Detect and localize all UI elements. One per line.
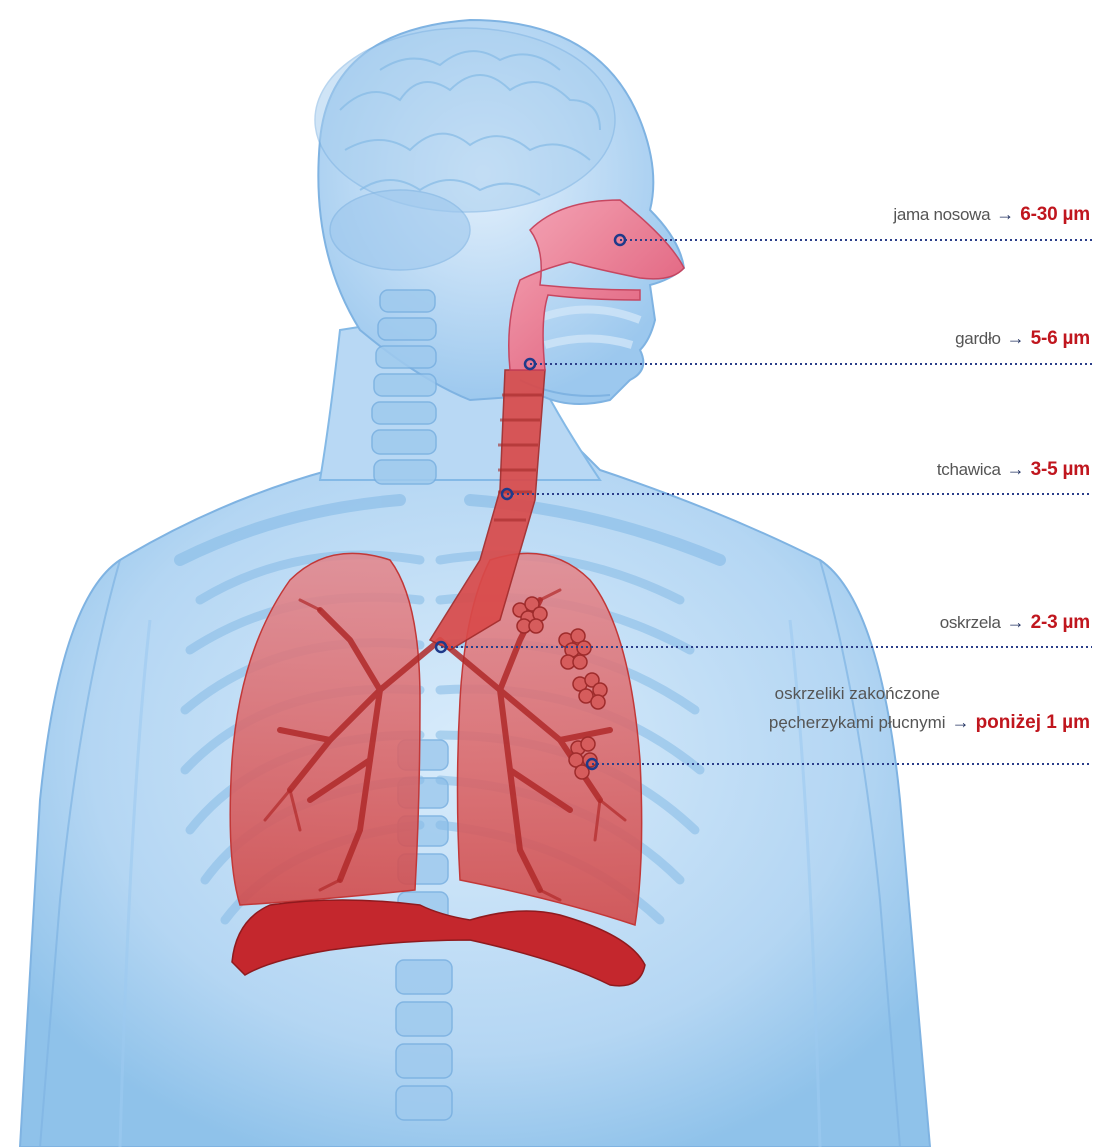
label-value: 3-5 µm bbox=[1031, 459, 1090, 480]
arrow-icon: → bbox=[952, 712, 970, 732]
label-name: tchawica bbox=[937, 460, 1001, 479]
arrow-icon: → bbox=[1007, 328, 1025, 348]
arrow-icon: → bbox=[1007, 459, 1025, 479]
label-name: oskrzela bbox=[940, 613, 1001, 632]
label-value: 2-3 µm bbox=[1031, 612, 1090, 633]
label-alveoli: oskrzeliki zakończone pęcherzykami płucn… bbox=[769, 680, 1090, 737]
label-value: poniżej 1 µm bbox=[976, 712, 1090, 733]
arrow-icon: → bbox=[996, 204, 1014, 224]
label-value: 5-6 µm bbox=[1031, 328, 1090, 349]
label-name: gardło bbox=[955, 329, 1000, 348]
label-alveoli-line2: pęcherzykami płucnymi bbox=[769, 713, 946, 732]
label-name: jama nosowa bbox=[893, 205, 990, 224]
label-value: 6-30 µm bbox=[1020, 204, 1090, 225]
label-trachea: tchawica → 3-5 µm bbox=[937, 457, 1090, 482]
label-bronchi: oskrzela → 2-3 µm bbox=[940, 610, 1090, 635]
label-nasal-cavity: jama nosowa → 6-30 µm bbox=[893, 202, 1090, 227]
label-pharynx: gardło → 5-6 µm bbox=[955, 326, 1090, 351]
arrow-icon: → bbox=[1007, 612, 1025, 632]
label-alveoli-line1: oskrzeliki zakończone bbox=[769, 680, 1090, 708]
